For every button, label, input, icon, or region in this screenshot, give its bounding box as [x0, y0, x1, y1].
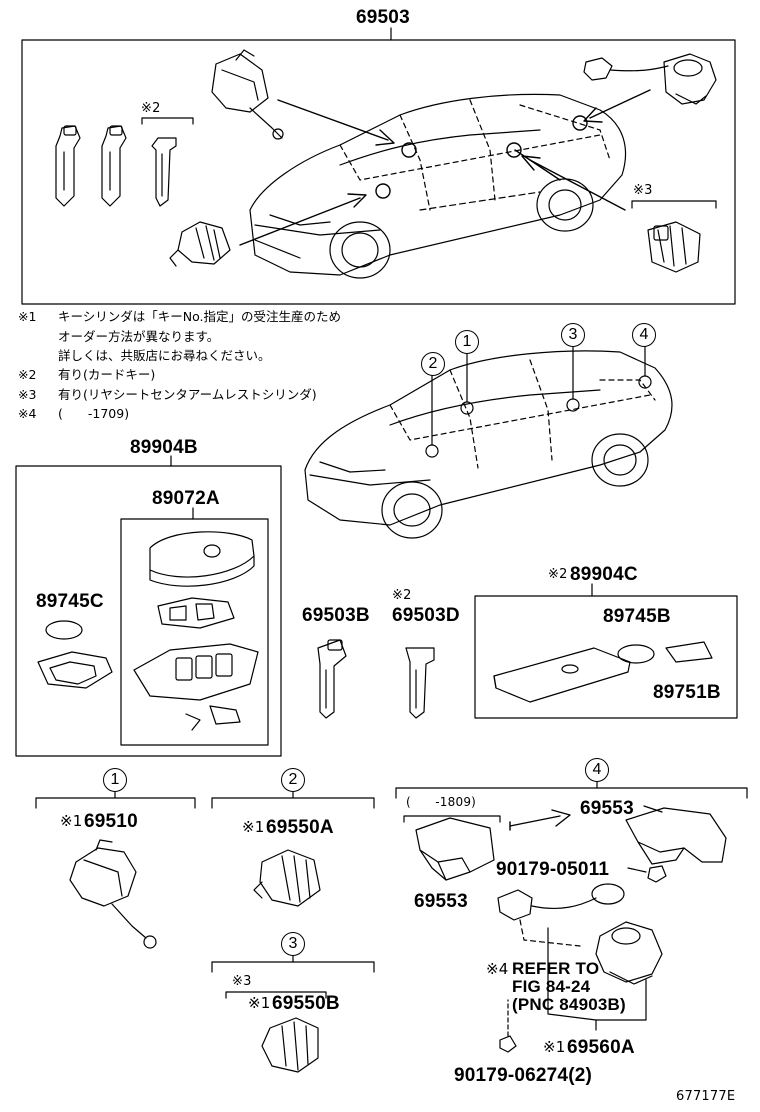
label-69510: 69510 [84, 811, 138, 832]
label-89072A: 89072A [152, 488, 220, 509]
trunk-cylinder-69560A [497, 883, 663, 1031]
mark-69550B: ※1 [248, 994, 271, 1012]
label-69553-old: 69553 [414, 891, 468, 912]
date-range-label: ( -1809) [406, 795, 477, 809]
armrest-cylinder-top [647, 221, 701, 273]
label-90179-06274: 90179-06274(2) [454, 1065, 593, 1086]
frame-69503 [21, 27, 736, 305]
card-key-89904C [493, 641, 713, 703]
label-69560A: 69560A [567, 1037, 635, 1058]
label-69503D: 69503D [392, 605, 460, 626]
mark-89904C: ※2 [548, 567, 568, 582]
mark-top-armrest: ※3 [633, 183, 653, 198]
label-69503: 69503 [356, 7, 410, 28]
mark-69503D: ※2 [392, 588, 412, 603]
label-89751B: 89751B [653, 682, 721, 703]
location-callout-4: 4 [632, 323, 656, 347]
label-89745B: 89745B [603, 606, 671, 627]
car-illustration-location [304, 344, 673, 539]
car-illustration-top [249, 93, 627, 279]
bracket-card-key [141, 117, 194, 125]
refer-line-3: (PNC 84903B) [512, 995, 626, 1014]
refer-line-2: FIG 84-24 [512, 977, 591, 996]
key-69503D [405, 647, 435, 719]
gasket-key-cover [37, 651, 113, 689]
section-callout-3: 3 [281, 932, 305, 956]
note-4: ※4( -1709) [18, 406, 130, 421]
figure-id: 677177E [676, 1089, 736, 1104]
ignition-cylinder-69510 [69, 839, 157, 949]
note-1c: 詳しくは、共販店にお尋ねください。 [58, 348, 271, 363]
label-69550A: 69550A [266, 817, 334, 838]
label-69553-new: 69553 [580, 798, 634, 819]
mark-69510: ※1 [60, 812, 83, 830]
smart-key-fob [133, 531, 259, 731]
label-69503B: 69503B [302, 605, 370, 626]
replacement-arrow [509, 809, 571, 831]
label-89904C: 89904C [570, 564, 638, 585]
label-89904B: 89904B [130, 437, 198, 458]
frame-89904C [474, 583, 738, 719]
label-89745C: 89745C [36, 591, 104, 612]
bracket-section-1 [35, 797, 196, 809]
nut-90179-05011 [647, 865, 667, 883]
bracket-section-3 [211, 961, 375, 973]
mark-top-card-key: ※2 [141, 101, 161, 116]
door-cylinder-69550A [253, 849, 321, 907]
bracket-section-2 [211, 797, 375, 809]
nut-90179-06274 [499, 999, 517, 1053]
bracket-section-4 [395, 787, 748, 799]
frame-89904B [15, 455, 282, 757]
mark-69550B-armrest: ※3 [232, 974, 252, 989]
ignition-cylinder-top [211, 49, 284, 140]
label-69550B: 69550B [272, 993, 340, 1014]
refer-line-1: REFER TO [512, 959, 600, 978]
arrows-top [239, 89, 651, 246]
bracket-armrest-69550B [225, 991, 327, 999]
section-callout-2: 2 [281, 768, 305, 792]
section-callout-1: 1 [103, 768, 127, 792]
mark-69560A: ※1 [543, 1038, 566, 1056]
door-cylinder-top [169, 221, 231, 267]
leader-90179-05011 [627, 867, 647, 873]
key-69503B [317, 639, 347, 719]
location-callout-1: 1 [455, 330, 479, 354]
mark-refer: ※4 [486, 960, 509, 978]
armrest-cylinder-69550B [261, 1017, 319, 1073]
note-1b: オーダー方法が異なります。 [58, 329, 220, 344]
cover-69553-old [415, 817, 495, 881]
bracket-date-range [403, 815, 501, 823]
bracket-armrest-cylinder [631, 200, 717, 209]
cover-69553-new [625, 805, 727, 865]
mark-69550A: ※1 [242, 818, 265, 836]
trunk-cylinder-top [583, 53, 717, 105]
label-90179-05011: 90179-05011 [496, 859, 610, 880]
battery-89745C [45, 620, 83, 640]
location-callout-2: 2 [421, 352, 445, 376]
section-callout-4: 4 [585, 758, 609, 782]
location-callout-3: 3 [561, 323, 585, 347]
key-blades-top [55, 125, 177, 207]
